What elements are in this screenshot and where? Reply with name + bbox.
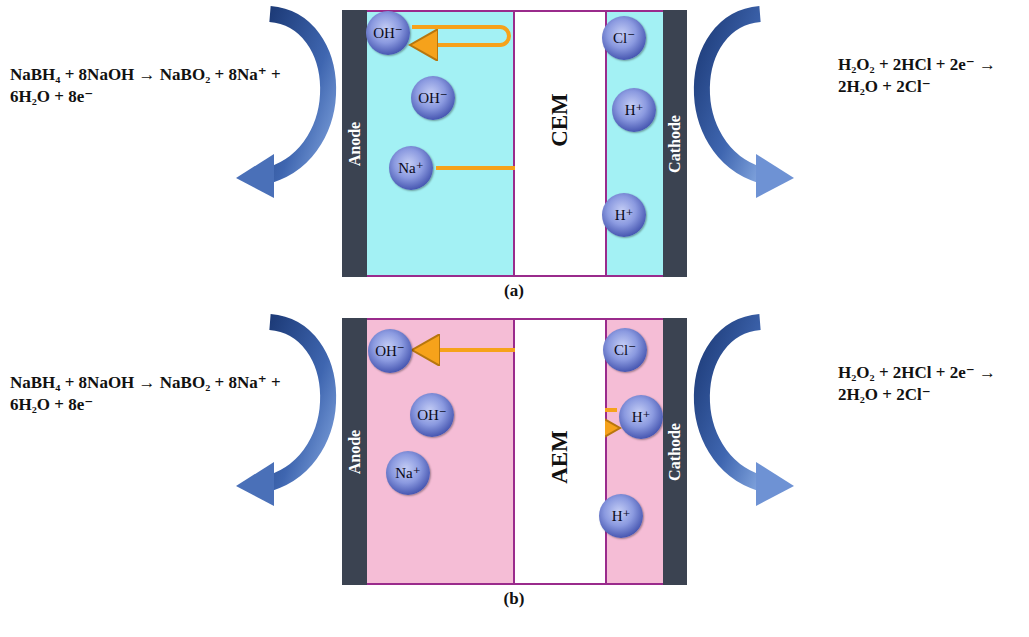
- reaction-arrowhead: [236, 154, 274, 198]
- ion-label: H⁺: [615, 206, 634, 224]
- electrode-label: Cathode: [666, 115, 684, 173]
- ion-circle: Na⁺: [386, 451, 430, 495]
- reaction-equation: H₂O₂ + 2HCl + 2e⁻ → 2H₂O + 2Cl⁻: [838, 362, 1024, 406]
- reaction-arrow: [270, 14, 328, 175]
- ion-circle: H⁺: [619, 395, 663, 439]
- reaction-arrowhead: [236, 462, 274, 506]
- ion-circle: OH⁻: [366, 11, 410, 55]
- reaction-arrow: [702, 322, 760, 483]
- ion-label: H⁺: [625, 101, 644, 119]
- ion-circle: H⁺: [612, 88, 656, 132]
- ion-label: OH⁻: [418, 89, 448, 107]
- electrolyte: [367, 12, 663, 275]
- electrode-label: Anode: [346, 121, 364, 165]
- electrode-bar: Cathode: [663, 318, 687, 585]
- ion-label: Na⁺: [398, 159, 423, 177]
- ion-circle: OH⁻: [411, 76, 455, 120]
- ion-circle: H⁺: [599, 494, 643, 538]
- ion-circle: OH⁻: [368, 329, 412, 373]
- ion-circle: OH⁻: [410, 393, 454, 437]
- ion-label: OH⁻: [373, 24, 403, 42]
- electrode-label: Anode: [346, 429, 364, 473]
- ion-label: H⁺: [632, 408, 651, 426]
- rejected-ion-arrow: [412, 27, 509, 45]
- electrode-bar: Anode: [342, 318, 367, 585]
- reaction-arrowhead: [756, 462, 794, 506]
- electrolyte: [367, 320, 663, 583]
- ion-label: H⁺: [612, 507, 631, 525]
- ion-label: Cl⁻: [614, 341, 636, 359]
- electrode-label: Cathode: [666, 423, 684, 481]
- reaction-equation: NaBH₄ + 8NaOH → NaBO₂ + 8Na⁺ + 6H₂O + 8e…: [10, 64, 306, 108]
- membrane-label: AEM: [547, 430, 573, 484]
- ion-circle: Na⁺: [389, 146, 433, 190]
- reaction-arrowhead: [756, 154, 794, 198]
- membrane-label: CEM: [547, 93, 573, 147]
- membrane: CEM: [515, 12, 605, 275]
- ion-circle: H⁺: [602, 193, 646, 237]
- ion-label: OH⁻: [375, 342, 405, 360]
- reaction-arrow: [270, 322, 328, 483]
- panel-label: (b): [484, 589, 544, 609]
- ion-circle: Cl⁻: [602, 16, 646, 60]
- ion-circle: Cl⁻: [603, 328, 647, 372]
- reaction-equation: H₂O₂ + 2HCl + 2e⁻ → 2H₂O + 2Cl⁻: [838, 54, 1024, 98]
- ion-label: OH⁻: [417, 406, 447, 424]
- panel-label: (a): [484, 281, 544, 301]
- electrode-bar: Anode: [342, 10, 367, 277]
- electrode-bar: Cathode: [663, 10, 687, 277]
- ion-label: Na⁺: [395, 464, 420, 482]
- panel-b: [236, 319, 794, 584]
- reaction-equation: NaBH₄ + 8NaOH → NaBO₂ + 8Na⁺ + 6H₂O + 8e…: [10, 372, 306, 416]
- panel-a: [236, 11, 794, 276]
- reaction-arrow: [702, 14, 760, 175]
- ion-label: Cl⁻: [613, 29, 635, 47]
- membrane: AEM: [515, 320, 605, 583]
